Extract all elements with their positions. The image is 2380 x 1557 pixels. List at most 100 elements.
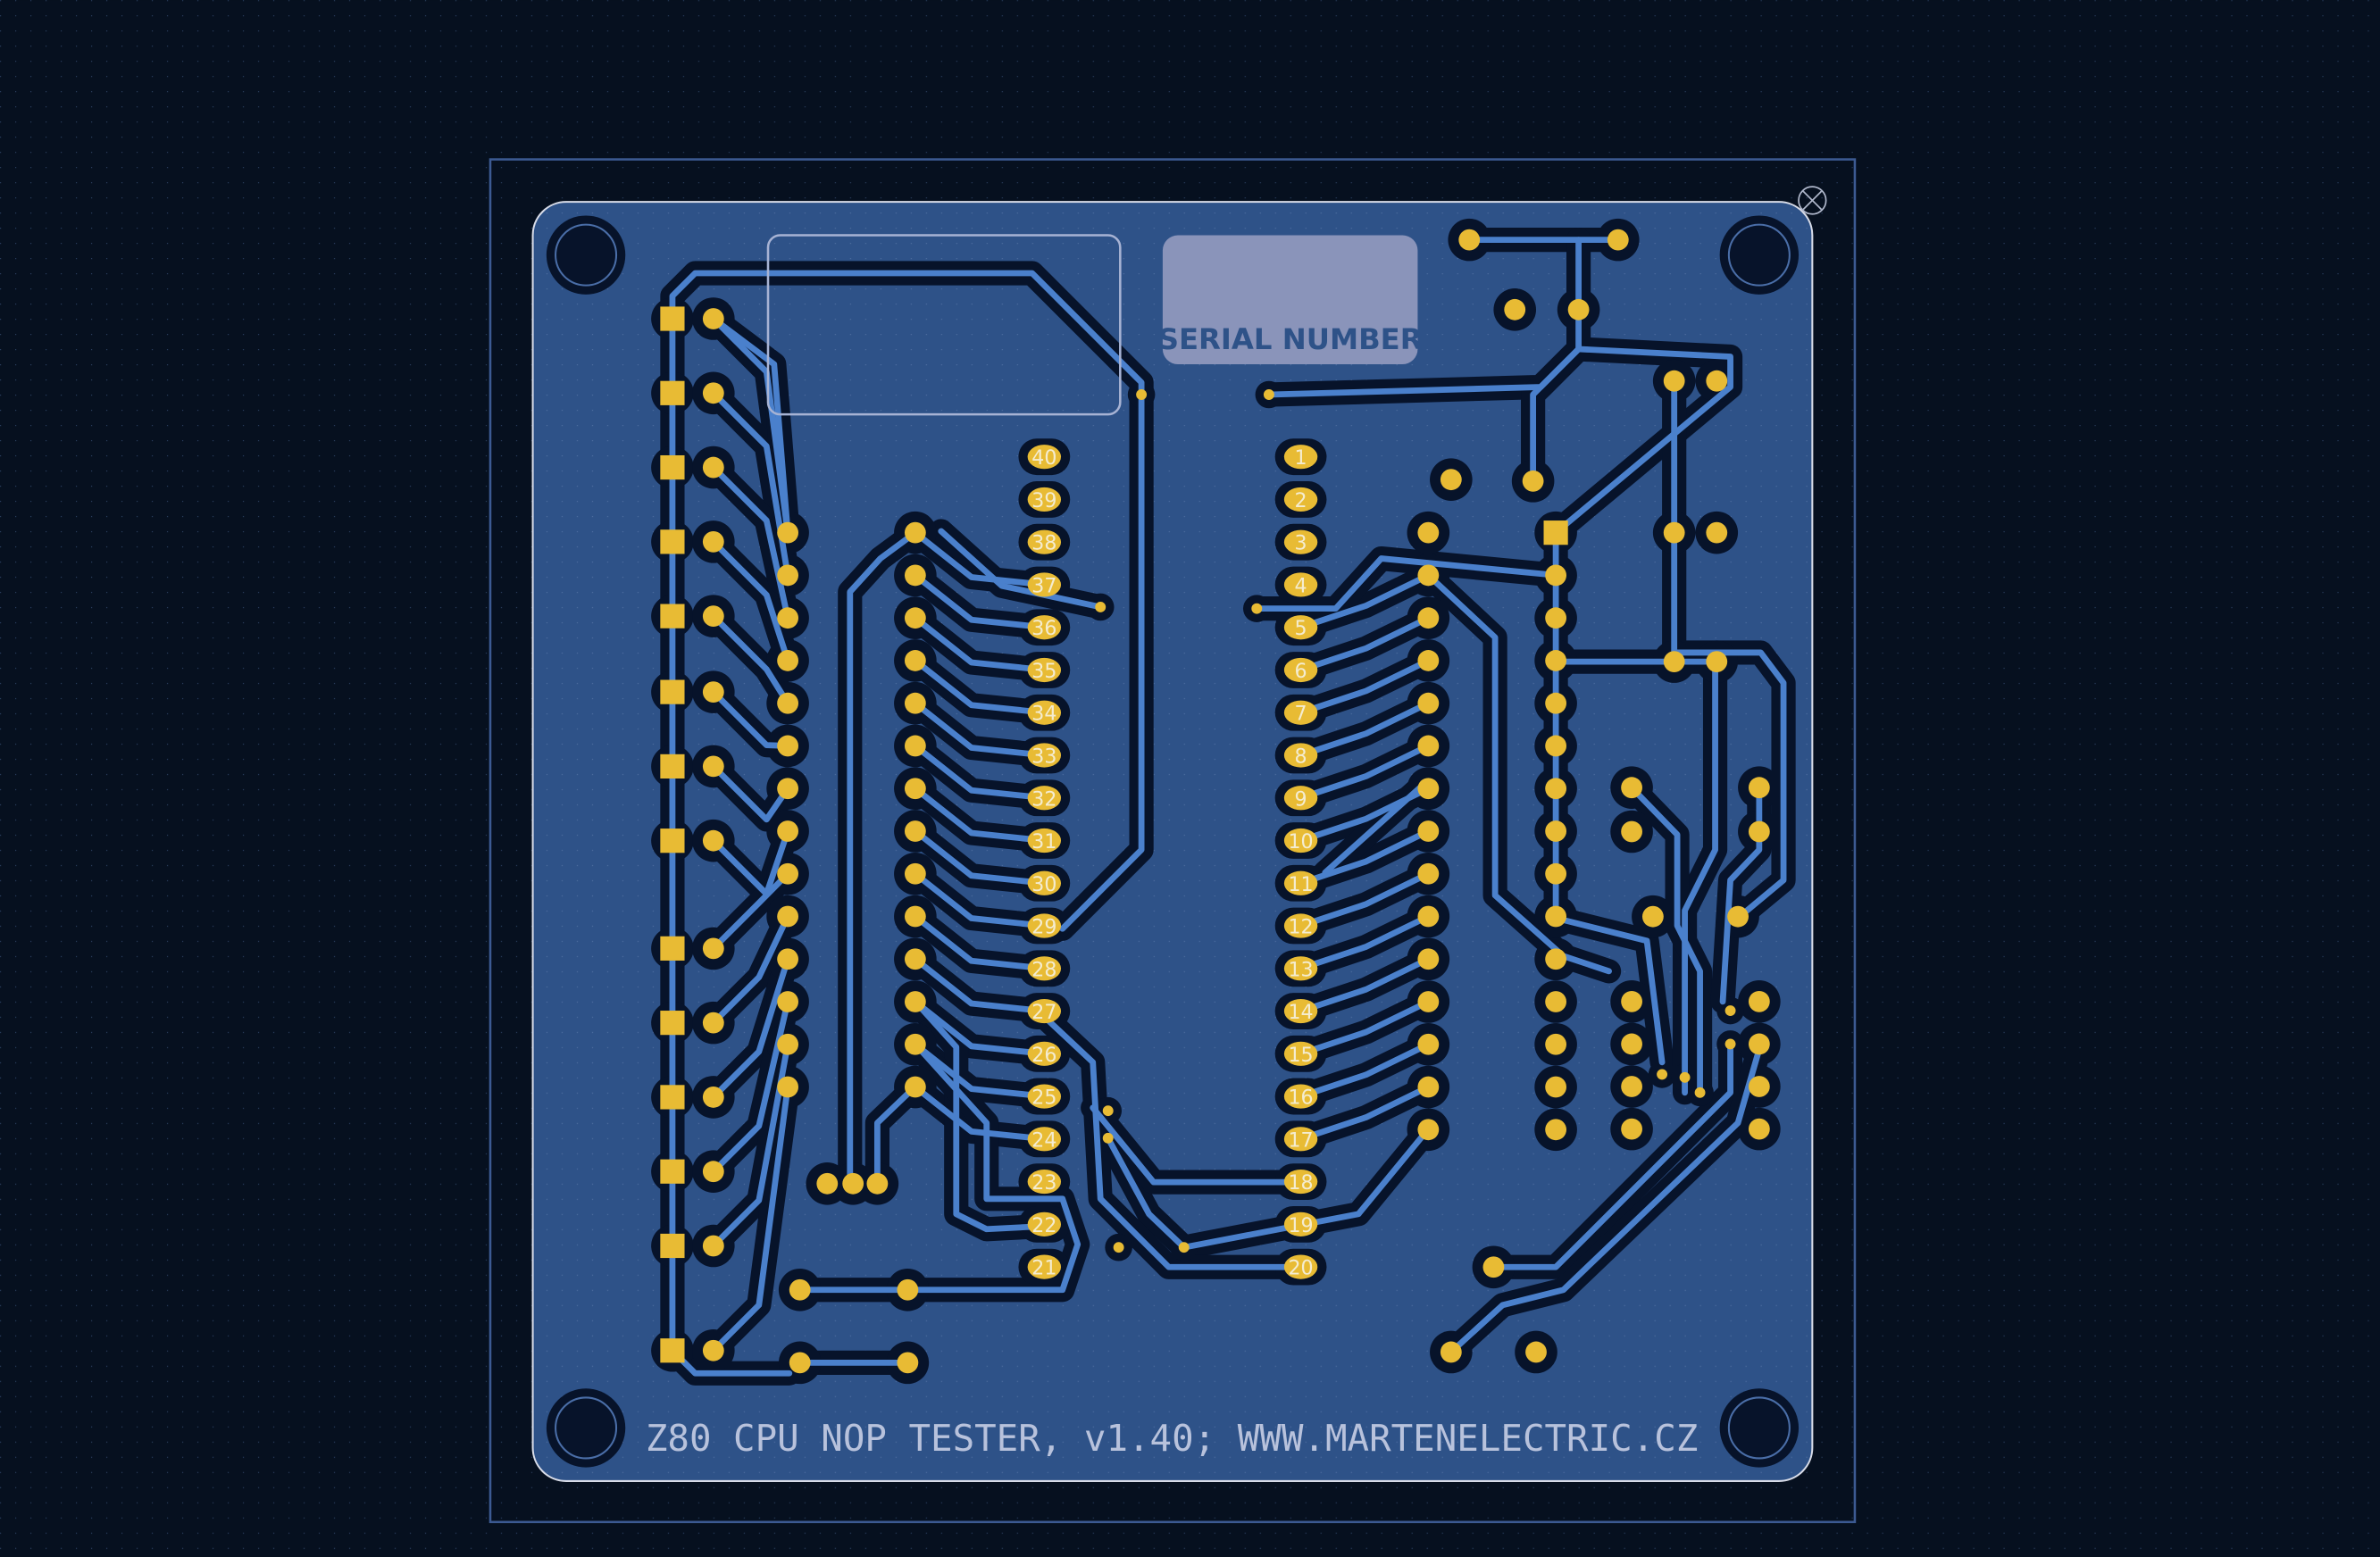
pad — [1663, 651, 1685, 673]
pad — [904, 1076, 926, 1098]
pad — [702, 530, 724, 553]
dip-pin-label: 31 — [1031, 830, 1056, 853]
pad — [777, 1076, 798, 1098]
trace — [912, 998, 1048, 1057]
pad — [1607, 229, 1629, 251]
pad — [1417, 521, 1440, 544]
trace — [710, 315, 791, 537]
pad — [1545, 862, 1567, 885]
dip-pin-label: 40 — [1031, 446, 1056, 470]
pad-square — [660, 936, 685, 961]
pad — [777, 991, 798, 1012]
pad — [904, 862, 926, 885]
trace — [710, 913, 791, 1027]
trace — [1298, 700, 1432, 759]
pad — [904, 778, 926, 800]
pads-layer — [660, 229, 1770, 1374]
dip-pin-label: 5 — [1295, 617, 1307, 640]
mounting-hole-ring — [555, 223, 618, 287]
pad — [1027, 913, 1062, 938]
dip-pin-label: 37 — [1031, 574, 1056, 597]
pad — [1545, 991, 1567, 1012]
pad — [1545, 905, 1567, 928]
trace — [1040, 1013, 1304, 1270]
pad — [1027, 615, 1062, 640]
pad — [904, 564, 926, 587]
board-title-text: Z80 CPU NOP TESTER, v1.40; WWW.MARTENELE… — [646, 1417, 1699, 1460]
trace — [669, 270, 1145, 932]
via — [1657, 1069, 1668, 1080]
dip-pin-label: 6 — [1295, 660, 1307, 683]
pad — [816, 1172, 839, 1195]
via — [1263, 389, 1274, 400]
pad — [1417, 564, 1440, 587]
silk-outline-box — [766, 234, 1122, 416]
mounting-hole-ring — [555, 1396, 618, 1460]
pad — [1283, 828, 1318, 853]
trace — [710, 1084, 791, 1354]
trace — [710, 1041, 791, 1249]
pad — [1440, 1341, 1462, 1363]
trace — [797, 1041, 1081, 1294]
pad — [1027, 700, 1062, 725]
pad — [1283, 657, 1318, 683]
pad — [1458, 229, 1481, 251]
dip-pin-label: 16 — [1289, 1087, 1314, 1110]
trace — [1322, 778, 1431, 876]
pad — [1545, 1119, 1567, 1141]
dip-pin-label: 11 — [1289, 873, 1314, 896]
pad — [1545, 948, 1567, 970]
pad — [1621, 777, 1642, 799]
trace — [710, 870, 791, 952]
trace — [1552, 658, 1718, 1096]
pad — [1027, 998, 1062, 1024]
pad — [1706, 521, 1728, 544]
pad — [789, 1278, 811, 1301]
pad — [897, 1278, 919, 1301]
pad-square — [660, 380, 685, 405]
trace — [1298, 572, 1432, 631]
pad — [1027, 828, 1062, 853]
dip-pin-label: 9 — [1295, 787, 1307, 811]
trace — [1298, 913, 1432, 972]
trace — [1530, 346, 1733, 537]
pad — [1525, 1341, 1547, 1363]
pad — [1283, 487, 1318, 512]
pad — [1545, 692, 1567, 714]
pad — [1283, 700, 1318, 725]
pad — [1283, 445, 1318, 470]
trace — [912, 998, 1048, 1233]
dip-pin-label: 13 — [1289, 958, 1314, 981]
pad — [1440, 469, 1462, 491]
dip-pin-label: 15 — [1289, 1044, 1314, 1067]
dip-pin-label: 30 — [1031, 873, 1056, 896]
pad — [866, 1172, 889, 1195]
pad — [842, 1172, 864, 1195]
pad — [702, 308, 724, 329]
dip-pin-label: 18 — [1289, 1171, 1314, 1195]
pad — [904, 521, 926, 544]
pad — [1748, 820, 1770, 843]
pad — [904, 905, 926, 928]
pad-square — [660, 1085, 685, 1110]
pad — [1027, 1127, 1062, 1152]
trace — [1424, 571, 1612, 975]
trace — [912, 614, 1048, 673]
pad — [1504, 298, 1526, 321]
trace — [1719, 784, 1763, 1005]
trace — [912, 870, 1048, 929]
pad — [702, 1012, 724, 1034]
pad — [1545, 607, 1567, 629]
pad — [1417, 735, 1440, 757]
trace — [1298, 1084, 1432, 1143]
pad — [1027, 529, 1062, 554]
dip-pin-label: 1 — [1295, 446, 1307, 470]
pad — [1417, 607, 1440, 629]
dip-pin-label: 29 — [1031, 916, 1056, 939]
via — [1679, 1071, 1691, 1083]
pad — [1027, 870, 1062, 895]
pad — [1283, 1169, 1318, 1195]
pad-square — [660, 828, 685, 853]
trace — [912, 913, 1048, 972]
